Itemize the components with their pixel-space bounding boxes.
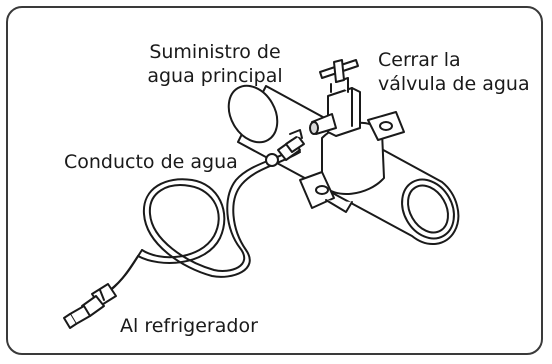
water-tubing: [105, 147, 301, 295]
label-close-valve-line2: válvula de agua: [378, 73, 530, 95]
label-water-line: Conducto de agua: [64, 151, 238, 173]
label-main-water-supply-line1: Suministro de: [149, 41, 281, 63]
compression-fitting: [265, 129, 305, 167]
shutoff-valve: [309, 59, 361, 137]
label-main-water-supply: Suministro de agua principal: [140, 40, 290, 88]
label-to-refrigerator: Al refrigerador: [120, 315, 258, 337]
saddle-clamp: [299, 111, 405, 213]
label-close-valve-line1: Cerrar la: [378, 49, 461, 71]
fridge-connector: [63, 283, 117, 329]
label-close-valve: Cerrar la válvula de agua: [378, 48, 530, 96]
label-main-water-supply-line2: agua principal: [147, 65, 283, 87]
